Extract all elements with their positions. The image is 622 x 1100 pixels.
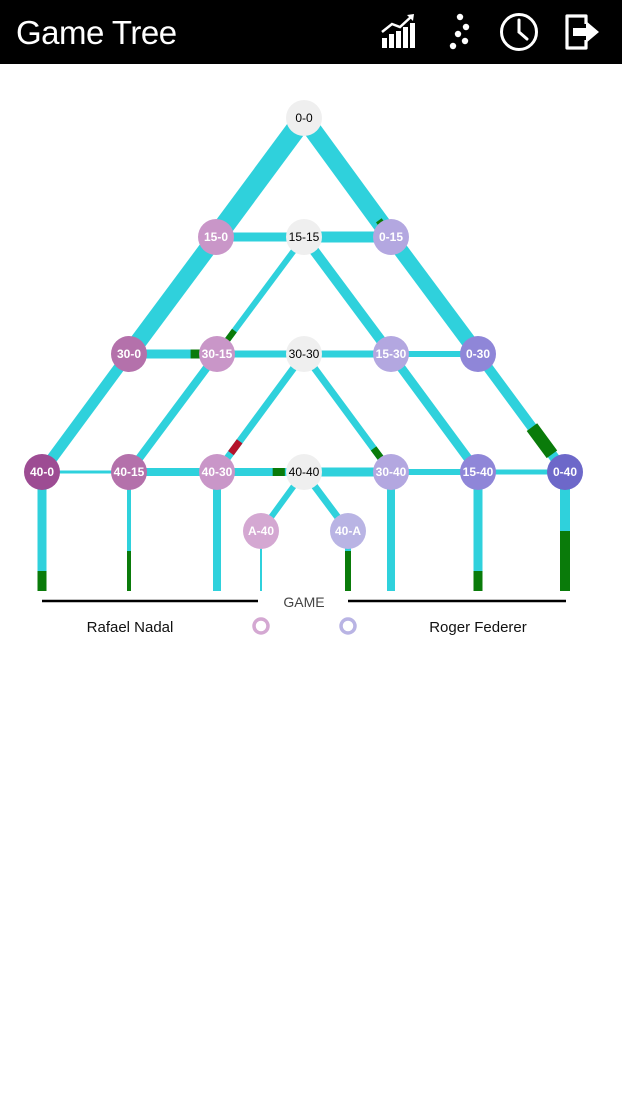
score-node-15-15[interactable]: 15-15 bbox=[286, 219, 322, 255]
score-node-circle bbox=[199, 336, 235, 372]
clock-icon bbox=[500, 13, 538, 51]
score-node-circle bbox=[24, 454, 60, 490]
stem-won-segment-40-A bbox=[345, 551, 351, 591]
score-node-label: 40-40 bbox=[289, 465, 320, 479]
score-node-label: A-40 bbox=[248, 524, 274, 538]
score-node-label: 30-40 bbox=[376, 465, 407, 479]
edge-30-15-to-40-15 bbox=[125, 351, 221, 475]
score-node-30-15[interactable]: 30-15 bbox=[199, 336, 235, 372]
score-node-label: 40-15 bbox=[114, 465, 145, 479]
scatter-button[interactable] bbox=[436, 10, 480, 54]
edge-30-0-to-40-0 bbox=[37, 350, 134, 476]
edge-0-15-to-0-30 bbox=[384, 232, 485, 359]
stem-won-segment-0-40 bbox=[560, 531, 570, 591]
game-label: GAME bbox=[283, 594, 324, 610]
score-node-0-0[interactable]: 0-0 bbox=[286, 100, 322, 136]
lost-marker-30-30-40-30 bbox=[228, 439, 243, 456]
player-left-name: Rafael Nadal bbox=[87, 619, 174, 636]
score-node-A-40[interactable]: A-40 bbox=[243, 513, 279, 549]
score-node-label: 30-15 bbox=[202, 347, 233, 361]
edge-15-15-to-15-30 bbox=[299, 234, 396, 357]
score-node-label: 0-15 bbox=[379, 230, 403, 244]
score-node-circle bbox=[286, 219, 322, 255]
score-node-40-A[interactable]: 40-A bbox=[330, 513, 366, 549]
history-button[interactable] bbox=[497, 10, 541, 54]
score-node-circle bbox=[330, 513, 366, 549]
stem-won-segment-40-0 bbox=[37, 571, 47, 591]
score-node-circle bbox=[286, 100, 322, 136]
score-node-circle bbox=[286, 454, 322, 490]
score-node-circle bbox=[460, 454, 496, 490]
score-node-circle bbox=[373, 219, 409, 255]
score-node-label: 40-0 bbox=[30, 465, 54, 479]
won-marker-0-30-0-40 bbox=[526, 423, 558, 459]
score-node-circle bbox=[547, 454, 583, 490]
score-node-40-30[interactable]: 40-30 bbox=[199, 454, 235, 490]
score-node-40-40[interactable]: 40-40 bbox=[286, 454, 322, 490]
score-node-circle bbox=[373, 336, 409, 372]
score-node-label: 0-0 bbox=[295, 111, 313, 125]
score-node-label: 0-30 bbox=[466, 347, 490, 361]
won-marker-30-30-30-40 bbox=[370, 446, 384, 460]
score-node-label: 40-A bbox=[335, 524, 361, 538]
score-node-label: 15-0 bbox=[204, 230, 228, 244]
score-node-30-30[interactable]: 30-30 bbox=[286, 336, 322, 372]
tree-nodes: 0-0 15-0 15-15 0-15 30-0 30-15 30-30 15-30 0-30 4… bbox=[24, 100, 583, 549]
edge-15-30-to-15-40 bbox=[387, 351, 482, 475]
score-node-circle bbox=[243, 513, 279, 549]
game-tree-diagram: 0-0 15-0 15-15 0-15 30-0 30-15 30-30 15-30 0-30 4… bbox=[24, 100, 583, 636]
score-node-15-30[interactable]: 15-30 bbox=[373, 336, 409, 372]
score-node-40-15[interactable]: 40-15 bbox=[111, 454, 147, 490]
edge-0-0-to-15-0 bbox=[207, 112, 313, 243]
score-node-label: 30-30 bbox=[289, 347, 320, 361]
score-node-label: 40-30 bbox=[202, 465, 233, 479]
edge-0-0-to-0-15 bbox=[296, 112, 399, 243]
score-node-label: 15-30 bbox=[376, 347, 407, 361]
stem-won-segment-15-40 bbox=[473, 571, 483, 591]
edge-15-0-to-30-0 bbox=[122, 231, 223, 360]
score-node-30-0[interactable]: 30-0 bbox=[111, 336, 147, 372]
page-title: Game Tree bbox=[16, 14, 177, 51]
score-node-30-40[interactable]: 30-40 bbox=[373, 454, 409, 490]
score-node-0-30[interactable]: 0-30 bbox=[460, 336, 496, 372]
score-node-circle bbox=[111, 454, 147, 490]
edge-30-30-to-40-30 bbox=[214, 351, 307, 475]
score-node-circle bbox=[373, 454, 409, 490]
score-node-circle bbox=[286, 336, 322, 372]
exit-icon bbox=[565, 14, 599, 50]
score-node-40-0[interactable]: 40-0 bbox=[24, 454, 60, 490]
dots-scatter-icon bbox=[449, 13, 470, 50]
score-node-label: 30-0 bbox=[117, 347, 141, 361]
score-node-15-0[interactable]: 15-0 bbox=[198, 219, 234, 255]
won-marker-15-15-30-15 bbox=[225, 328, 237, 342]
score-node-label: 15-40 bbox=[463, 465, 494, 479]
score-node-label: 15-15 bbox=[289, 230, 320, 244]
stats-chart-icon bbox=[381, 14, 415, 48]
player-right-name: Roger Federer bbox=[429, 619, 527, 636]
score-node-label: 0-40 bbox=[553, 465, 577, 479]
score-node-0-40[interactable]: 0-40 bbox=[547, 454, 583, 490]
score-node-15-40[interactable]: 15-40 bbox=[460, 454, 496, 490]
score-node-circle bbox=[199, 454, 235, 490]
app-header: Game Tree bbox=[0, 0, 622, 64]
exit-button[interactable] bbox=[560, 10, 604, 54]
score-node-0-15[interactable]: 0-15 bbox=[373, 219, 409, 255]
score-node-circle bbox=[111, 336, 147, 372]
stats-button[interactable] bbox=[376, 10, 420, 54]
player-right-legend-marker bbox=[339, 617, 357, 635]
score-node-circle bbox=[460, 336, 496, 372]
stem-won-segment-40-15 bbox=[127, 551, 131, 591]
score-node-circle bbox=[198, 219, 234, 255]
player-left-legend-marker bbox=[252, 617, 270, 635]
